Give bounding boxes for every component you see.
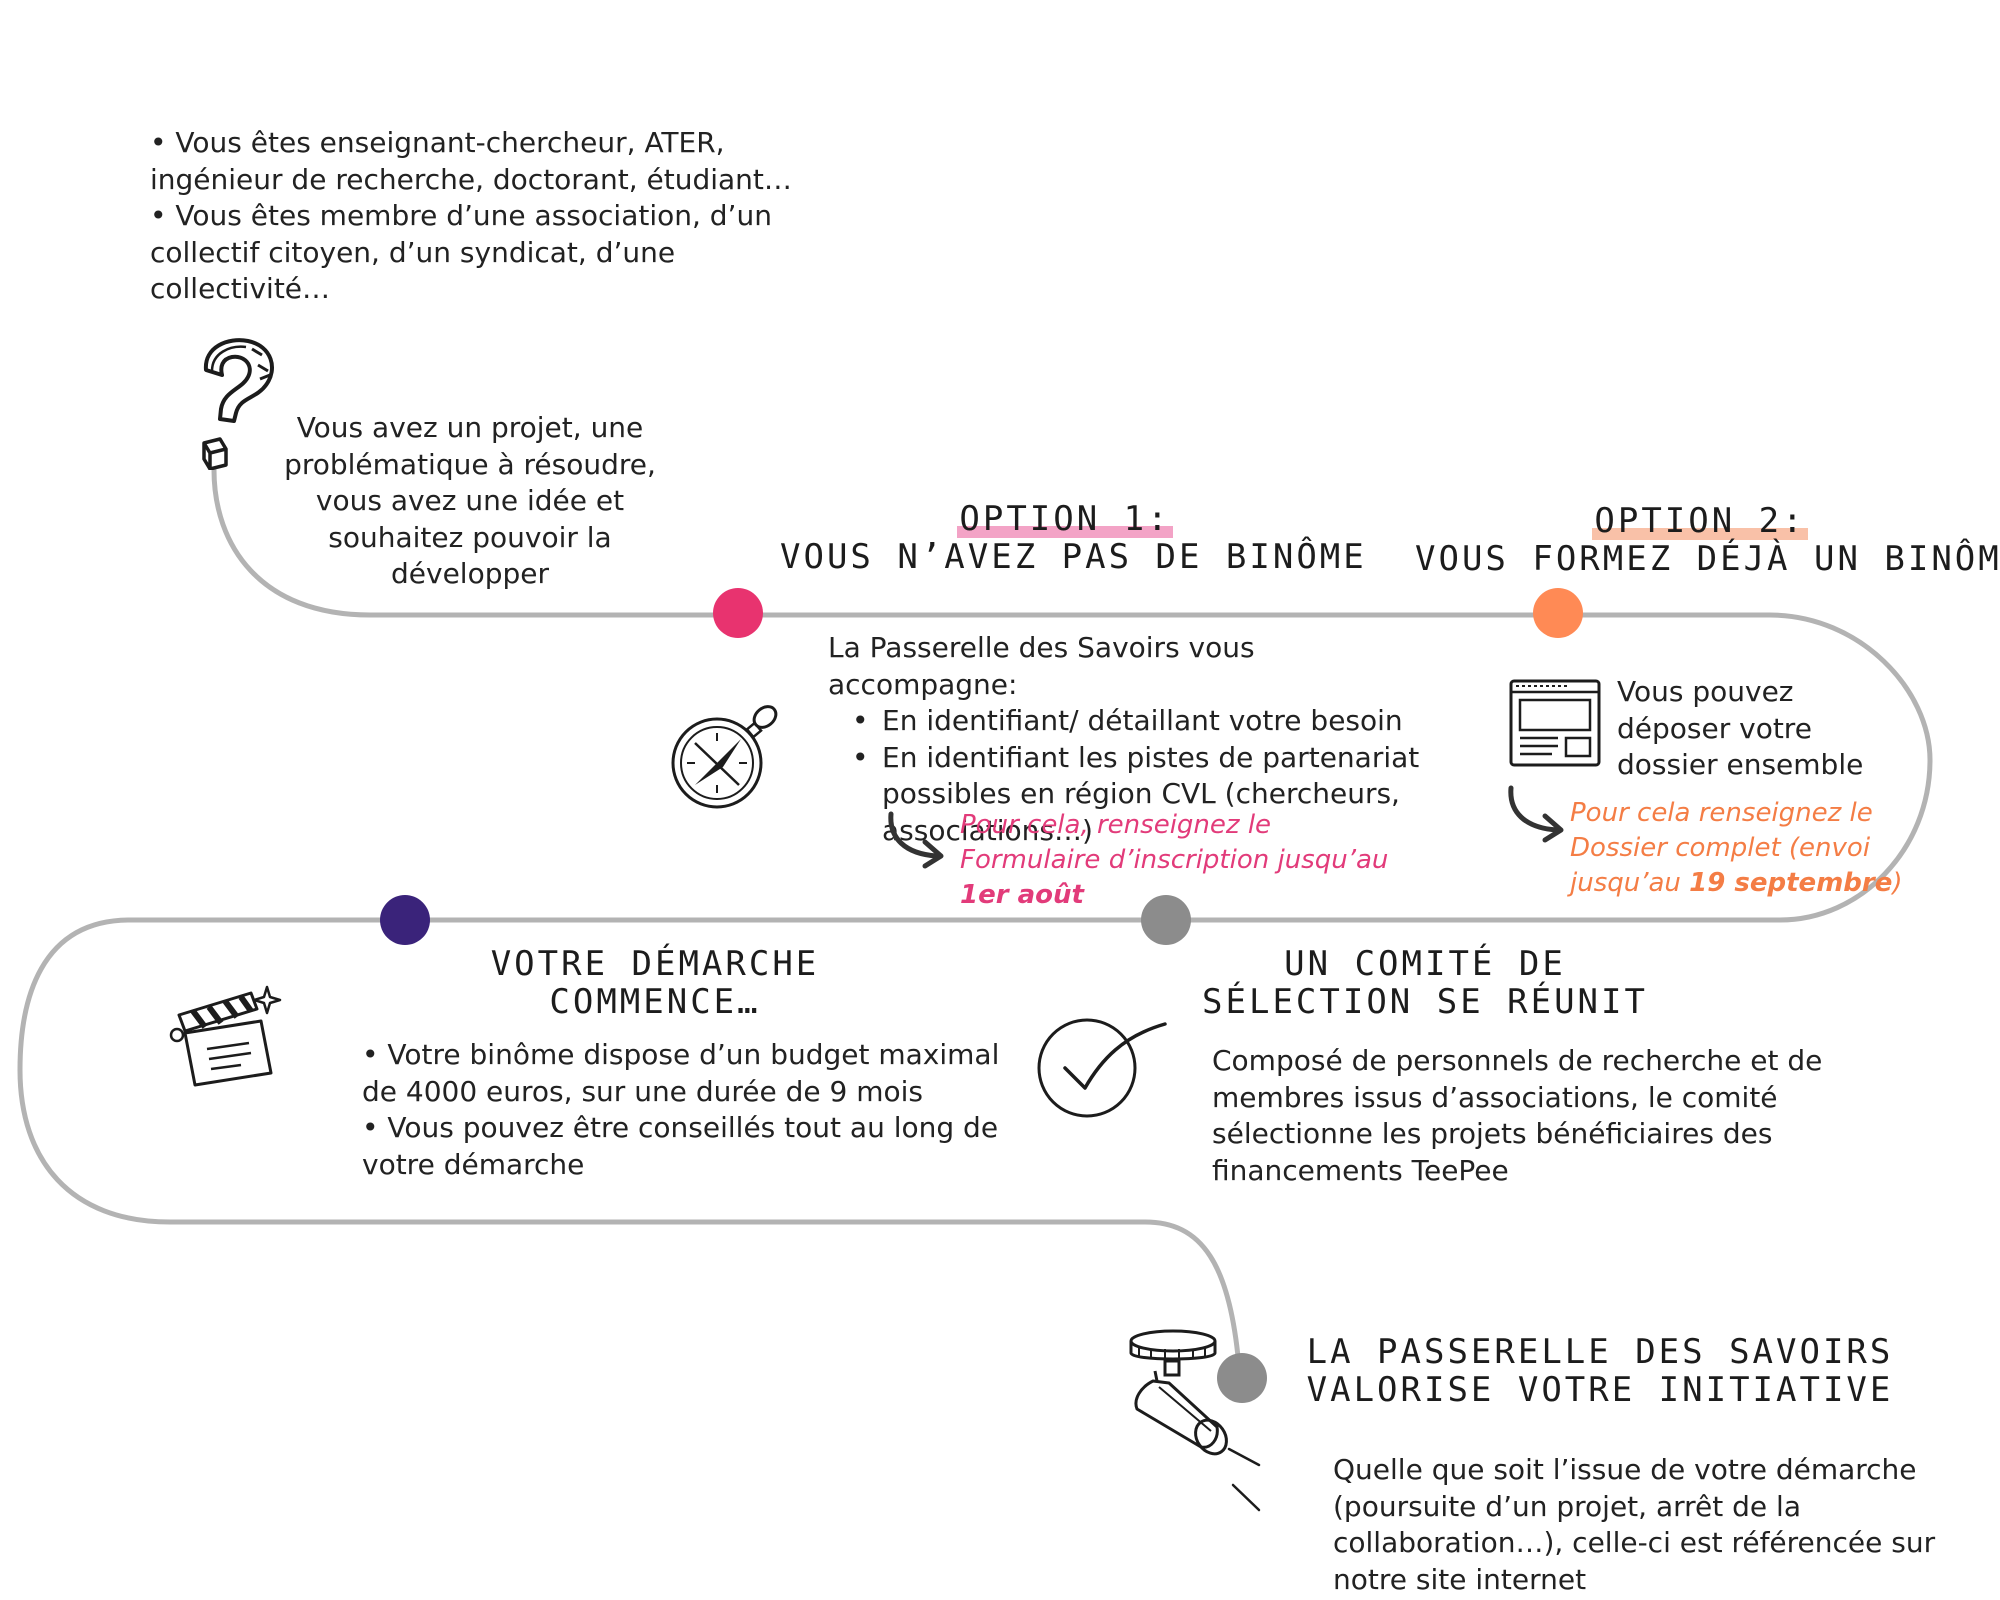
option1-title: VOUS N’AVEZ PAS DE BINÔME [780,537,1367,577]
option1-bullet: En identifiant les pistes de partenariat… [838,740,1448,850]
valorise-heading: LA PASSERELLE DES SAVOIRS VALORISE VOTRE… [1306,1332,1894,1410]
comite-dot [1141,895,1191,945]
option1-heading: OPTION 1: VOUS N’AVEZ PAS DE BINÔME [780,499,1367,577]
spotlight-icon [1129,1329,1261,1512]
intro-line: • Vous êtes enseignant-chercheur, ATER, [150,126,725,159]
demarche-dot [380,895,430,945]
intro-line: collectivité… [150,272,331,305]
projet-line: problématique à résoudre, [284,447,656,481]
option2-label: OPTION 2: [1592,501,1808,541]
demarche-heading: VOTRE DÉMARCHE COMMENCE… [490,944,820,1022]
valorise-body: Quelle que soit l’issue de votre démarch… [1333,1453,1936,1596]
web-form-icon [1509,679,1601,767]
option2-deadline: 19 septembre [1689,868,1893,898]
checkmark-circle-icon [1037,1018,1167,1118]
option2-dot [1533,588,1583,638]
projet-line: souhaitez pouvoir la [328,520,612,554]
comite-body: Composé de personnels de recherche et de… [1212,1044,1823,1187]
projet-text: Vous avez un projet, une problématique à… [270,410,670,593]
option2-note: Pour cela renseignez le Dossier complet … [1570,798,1903,898]
valorise-dot [1217,1353,1267,1403]
intro-line: ingénieur de recherche, doctorant, étudi… [150,162,792,196]
option1-note: Pour cela, renseignez le Formulaire d’in… [960,810,1389,910]
curved-arrow-icon [888,811,944,869]
curved-arrow-icon [1508,785,1564,843]
option2-heading: OPTION 2: VOUS FORMEZ DÉJÀ UN BINÔME [1415,501,2000,579]
option2-text: Vous pouvez déposer votre dossier ensemb… [1617,675,1864,781]
projet-line: vous avez une idée et [315,484,625,517]
comite-heading: UN COMITÉ DE SÉLECTION SE RÉUNIT [1202,944,1648,1022]
compass-icon [671,705,778,809]
option2-title: VOUS FORMEZ DÉJÀ UN BINÔME [1415,539,2000,579]
option1-bullet: En identifiant/ détaillant votre besoin [838,703,1448,740]
option1-label: OPTION 1: [957,499,1173,539]
intro-text: • Vous êtes enseignant-chercheur, ATER, … [150,125,800,308]
intro-line: collectif citoyen, d’un syndicat, d’une [150,235,676,269]
projet-line: Vous avez un projet, une [296,411,644,444]
option1-dot [713,588,763,638]
question-mark-icon [202,338,274,470]
option1-intro: La Passerelle des Savoirs vous accompagn… [828,631,1255,701]
demarche-body: • Votre binôme dispose d’un budget maxim… [362,1038,1000,1181]
timeline-curve [17,467,1933,1383]
projet-line: développer [391,557,549,590]
intro-line: • Vous êtes membre d’une association, d’… [150,199,772,232]
clapperboard-icon [169,985,282,1087]
option1-deadline: 1er août [960,880,1084,910]
option1-body: La Passerelle des Savoirs vous accompagn… [828,630,1448,849]
